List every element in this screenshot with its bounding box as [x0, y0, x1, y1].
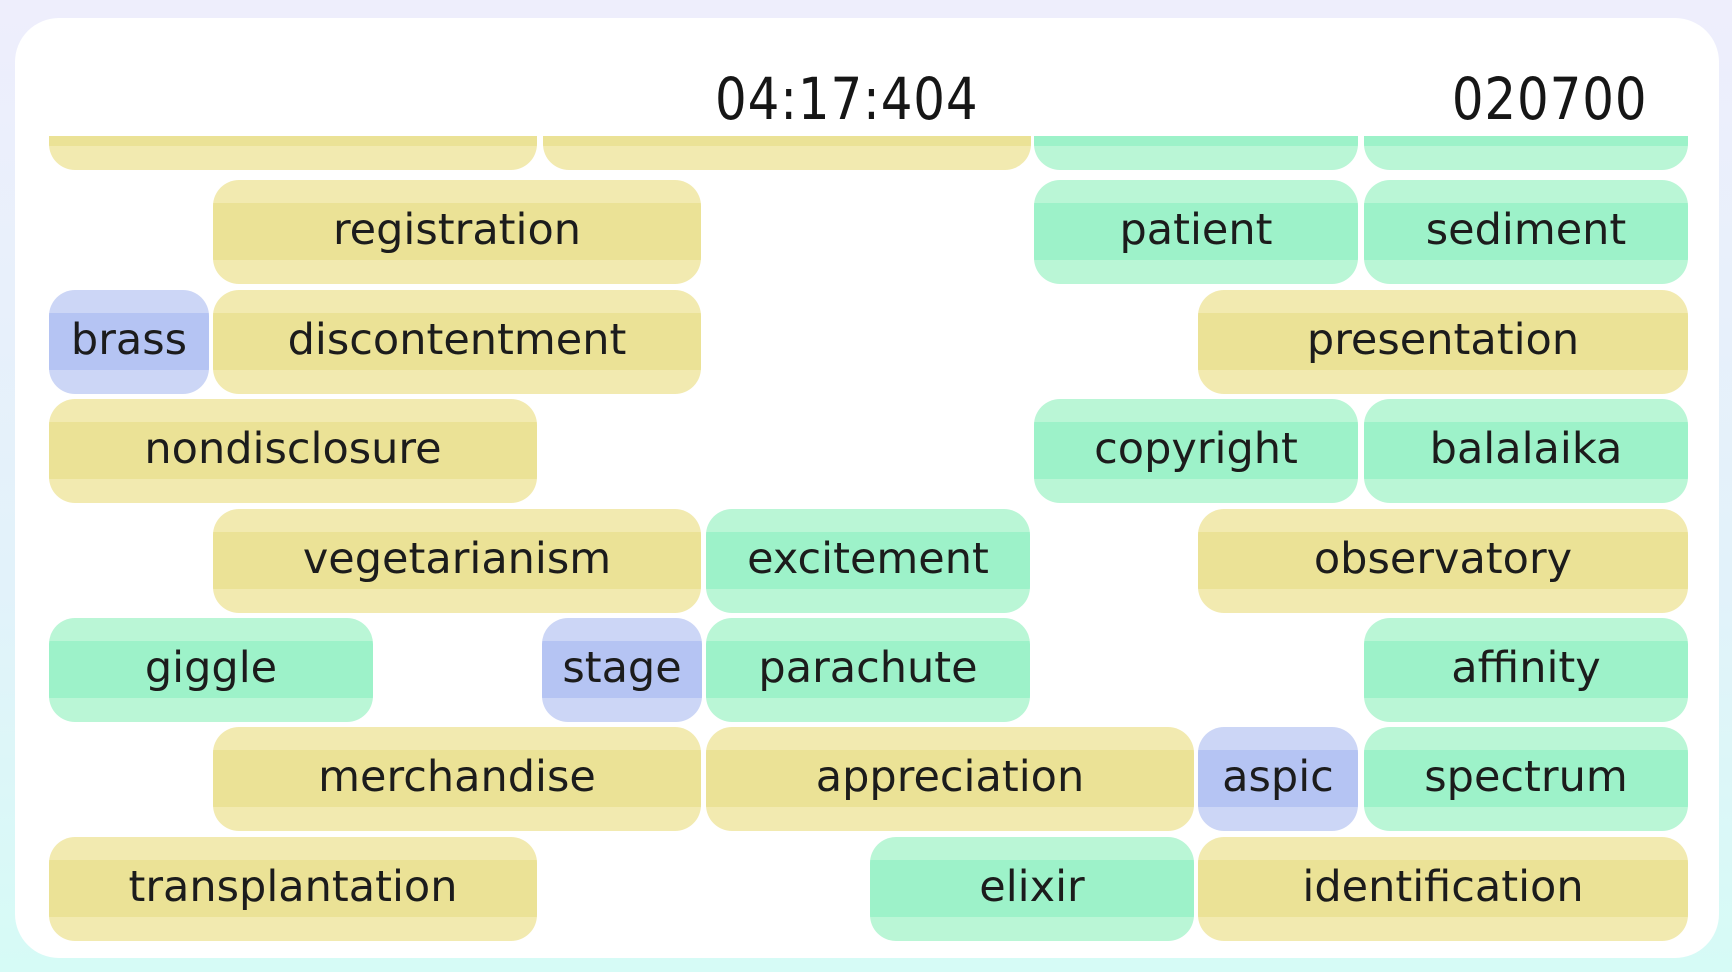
word-tile[interactable]: aspic — [1198, 727, 1358, 831]
word-tile[interactable]: brass — [49, 290, 209, 394]
score-display: 020700 — [1451, 65, 1647, 133]
word-tile[interactable]: identification — [1198, 837, 1688, 941]
word-tile[interactable]: elixir — [870, 837, 1194, 941]
word-tile[interactable] — [1034, 136, 1358, 170]
word-tile[interactable]: excitement — [706, 509, 1030, 613]
word-tile[interactable]: nondisclosure — [49, 399, 537, 503]
word-tile[interactable]: patient — [1034, 180, 1358, 284]
tile-grid: registration patient sediment brass disc… — [15, 136, 1719, 958]
word-tile[interactable]: vegetarianism — [213, 509, 701, 613]
word-tile[interactable]: transplantation — [49, 837, 537, 941]
word-tile[interactable]: registration — [213, 180, 701, 284]
word-tile[interactable] — [49, 136, 537, 170]
word-tile[interactable] — [1364, 136, 1688, 170]
word-tile[interactable]: sediment — [1364, 180, 1688, 284]
timer-display: 04:17:404 — [715, 65, 979, 133]
word-tile[interactable]: parachute — [706, 618, 1030, 722]
word-tile[interactable]: affinity — [1364, 618, 1688, 722]
word-tile[interactable]: balalaika — [1364, 399, 1688, 503]
word-tile[interactable]: giggle — [49, 618, 373, 722]
word-tile[interactable] — [543, 136, 1031, 170]
word-tile[interactable]: stage — [542, 618, 702, 722]
word-tile[interactable]: appreciation — [706, 727, 1194, 831]
word-tile[interactable]: presentation — [1198, 290, 1688, 394]
game-board: 04:17:404 020700 registration patient se… — [15, 18, 1719, 958]
word-tile[interactable]: copyright — [1034, 399, 1358, 503]
word-tile[interactable]: merchandise — [213, 727, 701, 831]
word-tile[interactable]: observatory — [1198, 509, 1688, 613]
word-tile[interactable]: discontentment — [213, 290, 701, 394]
word-tile[interactable]: spectrum — [1364, 727, 1688, 831]
